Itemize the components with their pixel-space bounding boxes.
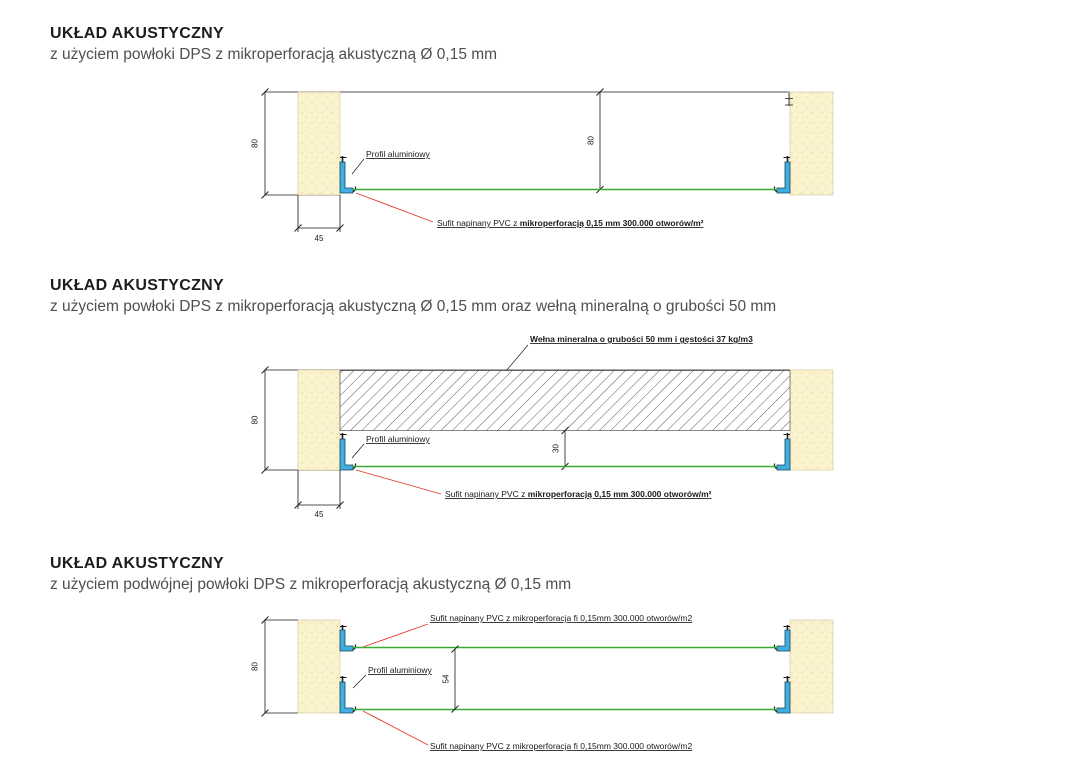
profil-label: Profil aluminiowy — [366, 434, 431, 444]
wall-left — [297, 369, 341, 471]
dim-value-wall-width: 45 — [315, 510, 324, 519]
dim-ticks — [294, 501, 344, 509]
wall-left — [297, 91, 341, 196]
profil-leader-line — [351, 443, 365, 459]
fixing-mark — [785, 93, 793, 106]
pvc-bottom-leader-line — [362, 710, 429, 746]
dim-value-wall-height: 80 — [251, 662, 260, 671]
dim-value-interlayer: 54 — [442, 674, 451, 683]
profile-left — [339, 155, 357, 194]
section-2-header: UKŁAD AKUSTYCZNY z użyciem powłoki DPS z… — [50, 277, 776, 316]
section-1-title: UKŁAD AKUSTYCZNY — [50, 25, 224, 42]
profile-right — [773, 432, 791, 471]
section-3-subtitle: z użyciem podwójnej powłoki DPS z mikrop… — [50, 576, 572, 593]
label-bold-part: mikroperforacją 0,15 mm 300.000 otworów/… — [520, 218, 704, 228]
profil-label: Profil aluminiowy — [368, 665, 433, 675]
drawing-acoustic-double-layer: Sufit napinany PVC z mikroperforacja fi … — [251, 613, 834, 751]
dim-ticks — [261, 616, 269, 717]
dim-value-air-gap: 30 — [552, 444, 561, 453]
pvc-ceiling-label: Sufit napinany PVC z mikroperforacją 0,1… — [445, 489, 712, 499]
dim-ticks — [294, 224, 344, 232]
dim-ticks — [451, 645, 459, 713]
section-1-subtitle: z użyciem powłoki DPS z mikroperforacją … — [50, 46, 498, 63]
wall-left — [297, 619, 341, 714]
section-3-header: UKŁAD AKUSTYCZNY z użyciem podwójnej pow… — [50, 555, 571, 594]
section-2-title: UKŁAD AKUSTYCZNY — [50, 277, 224, 294]
wall-right — [789, 91, 834, 196]
pvc-ceiling-bottom-label: Sufit napinany PVC z mikroperforacja fi … — [430, 741, 692, 751]
profil-label: Profil aluminiowy — [366, 149, 431, 159]
label-regular-part: Sufit napinany PVC z — [437, 218, 520, 228]
label-regular-part: Sufit napinany PVC z — [445, 489, 528, 499]
dim-value-wall-width: 45 — [315, 234, 324, 243]
profil-leader-line — [352, 674, 367, 689]
section-3-title: UKŁAD AKUSTYCZNY — [50, 555, 224, 572]
profile-left — [339, 432, 357, 471]
section-1-header: UKŁAD AKUSTYCZNY z użyciem powłoki DPS z… — [50, 25, 497, 64]
pvc-leader-line — [355, 469, 442, 495]
profile-lower-right — [773, 675, 791, 714]
mineral-wool-layer — [339, 370, 791, 431]
section-2-subtitle: z użyciem powłoki DPS z mikroperforacją … — [50, 298, 777, 315]
dim-ticks — [261, 88, 269, 199]
pvc-ceiling-top-label: Sufit napinany PVC z mikroperforacja fi … — [430, 613, 692, 623]
dim-line-wall-width — [297, 470, 341, 509]
profile-lower-left — [339, 675, 357, 714]
pvc-leader-line — [355, 192, 434, 223]
dim-value-plenum: 80 — [587, 136, 596, 145]
welna-leader-line — [505, 344, 529, 372]
wall-right — [789, 369, 834, 471]
profile-right — [773, 155, 791, 194]
pvc-top-leader-line — [362, 623, 429, 648]
wall-right — [789, 619, 834, 714]
profil-leader-line — [351, 158, 365, 175]
label-bold-part: mikroperforacją 0,15 mm 300.000 otworów/… — [528, 489, 712, 499]
dim-value-wall-height: 80 — [251, 415, 260, 424]
dim-ticks — [261, 366, 269, 474]
dim-value-wall-height: 80 — [251, 139, 260, 148]
drawing-acoustic-single-layer: 80 80 Profil aluminiowy Sufit napinany P… — [251, 88, 834, 243]
pvc-ceiling-label: Sufit napinany PVC z mikroperforacją 0,1… — [437, 218, 704, 228]
welna-label: Wełna mineralna o grubości 50 mm i gęsto… — [530, 334, 753, 344]
drawing-acoustic-mineral-wool: Wełna mineralna o grubości 50 mm i gęsto… — [251, 334, 834, 519]
dim-line-wall-width — [297, 195, 341, 232]
